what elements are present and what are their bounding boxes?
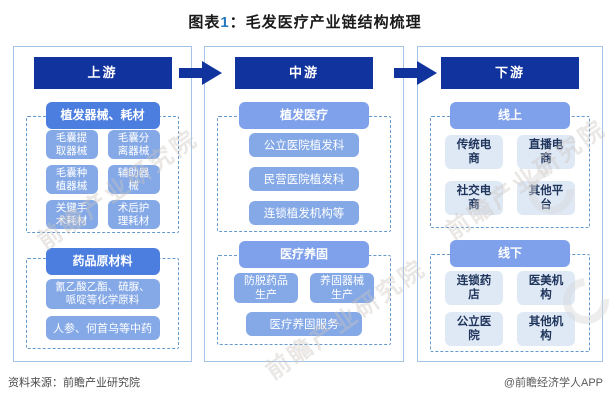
section-title-drug-raw-materials: 药品原材料: [45, 248, 160, 275]
group-online-channels: 传统电 商 直播电 商 社交电 商 其他平 台: [430, 116, 590, 228]
title-prefix: 图表: [188, 14, 221, 31]
group-hair-transplant-medical: 公立医院植发科 民营医院植发科 连锁植发机构等: [217, 116, 391, 232]
group-medical-care: 防脱药品 生产 养固器械 生产 医疗养固服务: [217, 255, 391, 345]
credit-note: @前瞻经济学人APP: [503, 377, 603, 389]
header-midstream: 中游: [235, 57, 373, 89]
section-title-medical-care: 医疗养固: [239, 241, 369, 268]
section-title-online: 线上: [450, 102, 570, 129]
group-transplant-equipment: 毛囊提 取器械 毛囊分 离器械 毛囊种 植器械 辅助器 械 关键手 术耗材 术后…: [26, 116, 179, 233]
arrow-upstream-to-midstream-icon: [179, 60, 223, 86]
item-traditional-ecommerce: 传统电 商: [445, 135, 503, 169]
item-livestream-ecommerce: 直播电 商: [517, 135, 575, 169]
item-follicle-extraction-device: 毛囊提 取器械: [45, 130, 98, 159]
item-auxiliary-device: 辅助器 械: [107, 165, 160, 194]
panel-upstream: 上游 植发器械、耗材 毛囊提 取器械 毛囊分 离器械 毛囊种 植器械 辅助器 械…: [13, 46, 192, 362]
title-number: 1: [220, 14, 230, 31]
section-title-offline: 线下: [450, 240, 570, 267]
group-offline-channels: 连锁药 店 医美机 构 公立医 院 其他机 构: [430, 254, 590, 352]
item-private-hospital-dept: 民营医院植发科: [249, 167, 359, 191]
section-title-transplant-equipment: 植发器械、耗材: [45, 102, 160, 129]
panel-downstream: 下游 线上 传统电 商 直播电 商 社交电 商 其他平 台 线下 连锁药 店 医…: [417, 46, 603, 362]
item-tcm-raw-materials: 人参、何首乌等中药: [45, 316, 160, 340]
item-care-device-production: 养固器械 生产: [310, 273, 374, 303]
item-public-hospital-dept: 公立医院植发科: [249, 133, 359, 157]
item-postop-care-consumables: 术后护 理耗材: [107, 200, 160, 229]
item-public-hospital: 公立医 院: [445, 312, 503, 346]
section-title-hair-transplant-medical: 植发医疗: [239, 102, 369, 129]
page-title: 图表1：毛发医疗产业链结构梳理: [0, 11, 610, 32]
item-chemical-raw-materials: 氰乙酸乙酯、硫脲、 哌啶等化学原料: [45, 279, 160, 309]
item-medical-care-service: 医疗养固服务: [246, 312, 362, 336]
item-other-org: 其他机 构: [517, 312, 575, 346]
item-follicle-implant-device: 毛囊种 植器械: [45, 165, 98, 194]
source-note: 资料来源：前瞻产业研究院: [8, 377, 140, 389]
header-upstream: 上游: [33, 57, 172, 89]
item-follicle-separation-device: 毛囊分 离器械: [107, 130, 160, 159]
title-text: ：毛发医疗产业链结构梳理: [229, 14, 422, 31]
arrow-midstream-to-downstream-icon: [394, 60, 438, 86]
item-anti-hairloss-drug-production: 防脱药品 生产: [234, 273, 298, 303]
item-chain-transplant-org: 连锁植发机构等: [249, 201, 359, 225]
item-other-platforms: 其他平 台: [517, 181, 575, 215]
medical-care-production-row: 防脱药品 生产 养固器械 生产: [218, 273, 390, 303]
group-drug-raw-materials: 氰乙酸乙酯、硫脲、 哌啶等化学原料 人参、何首乌等中药: [26, 258, 179, 349]
header-downstream: 下游: [441, 57, 579, 89]
panel-midstream: 中游 植发医疗 公立医院植发科 民营医院植发科 连锁植发机构等 医疗养固 防脱药…: [204, 46, 404, 362]
item-chain-pharmacy: 连锁药 店: [445, 271, 503, 305]
item-medical-beauty-org: 医美机 构: [517, 271, 575, 305]
item-key-surgical-consumables: 关键手 术耗材: [45, 200, 98, 229]
item-social-ecommerce: 社交电 商: [445, 181, 503, 215]
